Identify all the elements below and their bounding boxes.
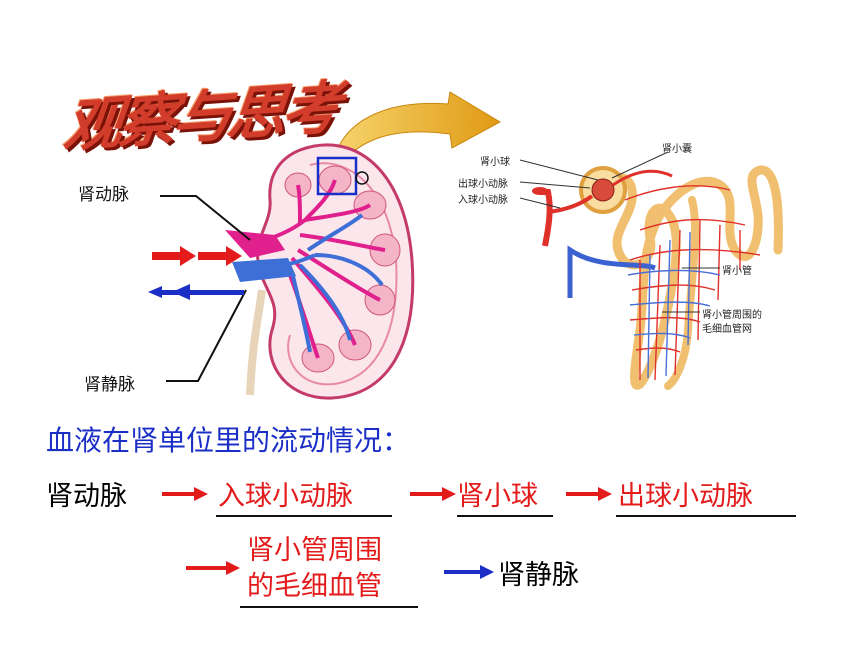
vein-arrows	[148, 284, 244, 300]
flow-blank2-answer: 肾小球	[457, 481, 538, 512]
label-afferent-arteriole: 入球小动脉	[458, 195, 508, 206]
label-glomerulus: 肾小球	[480, 157, 510, 168]
blank-line-3	[616, 515, 796, 517]
blank-line-2	[457, 515, 553, 517]
label-bowmans-capsule: 肾小囊	[662, 144, 692, 155]
flow-heading: 血液在肾单位里的流动情况：	[46, 424, 411, 457]
curved-arrow-icon	[337, 91, 502, 157]
label-efferent-arteriole: 出球小动脉	[458, 179, 508, 190]
kidney-illustration	[225, 143, 415, 400]
nephron-illustration	[532, 165, 783, 390]
flow-end: 肾静脉	[498, 560, 579, 591]
label-renal-vein: 肾静脉	[84, 375, 135, 395]
artery-arrows	[152, 246, 242, 266]
blank-line-1	[216, 515, 392, 517]
label-renal-tubule: 肾小管	[722, 266, 752, 277]
label-peritubular-line2: 毛细血管网	[702, 324, 752, 335]
flow-start: 肾动脉	[46, 481, 127, 512]
flow-arrows	[162, 487, 612, 579]
label-renal-artery: 肾动脉	[78, 185, 129, 205]
flow-blank4-answer-line1: 肾小管周围	[247, 535, 382, 566]
flow-blank3-answer: 出球小动脉	[618, 481, 753, 512]
label-peritubular-line1: 肾小管周围的	[702, 310, 762, 321]
flow-blank1-answer: 入球小动脉	[218, 481, 353, 512]
blank-line-4	[240, 606, 418, 608]
flow-blank4-answer-line2: 的毛细血管	[247, 571, 382, 602]
